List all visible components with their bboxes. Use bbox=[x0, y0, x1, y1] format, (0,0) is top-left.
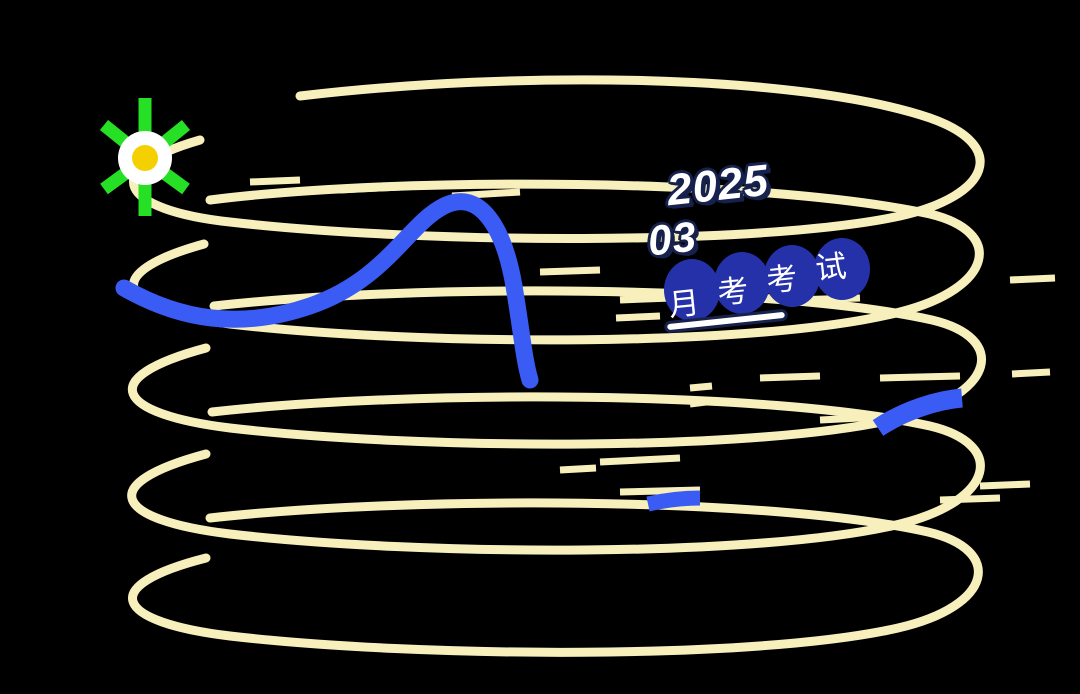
ribbon-main-curve bbox=[115, 193, 539, 389]
year-label: 2025 bbox=[664, 155, 772, 216]
chip-circle-4 bbox=[814, 238, 870, 300]
sun-center bbox=[132, 145, 158, 171]
chip-circle-1 bbox=[664, 259, 720, 321]
coil-loop-1 bbox=[129, 75, 985, 244]
blue-s-curve-ribbon bbox=[115, 193, 963, 512]
title-block: 2025 03 月 考 考 试 bbox=[612, 150, 942, 360]
sun-flower-icon bbox=[99, 98, 191, 216]
coil-loop-5 bbox=[128, 498, 983, 657]
ribbon-fragment-bottom bbox=[646, 490, 701, 512]
chip-circle-3 bbox=[764, 245, 820, 307]
character-chip-circles bbox=[664, 238, 870, 321]
ribbon-fragment-right bbox=[872, 388, 963, 437]
exam-chip-4: 试 bbox=[813, 247, 849, 287]
chip-circle-2 bbox=[714, 252, 770, 314]
sun-rays bbox=[99, 98, 191, 216]
